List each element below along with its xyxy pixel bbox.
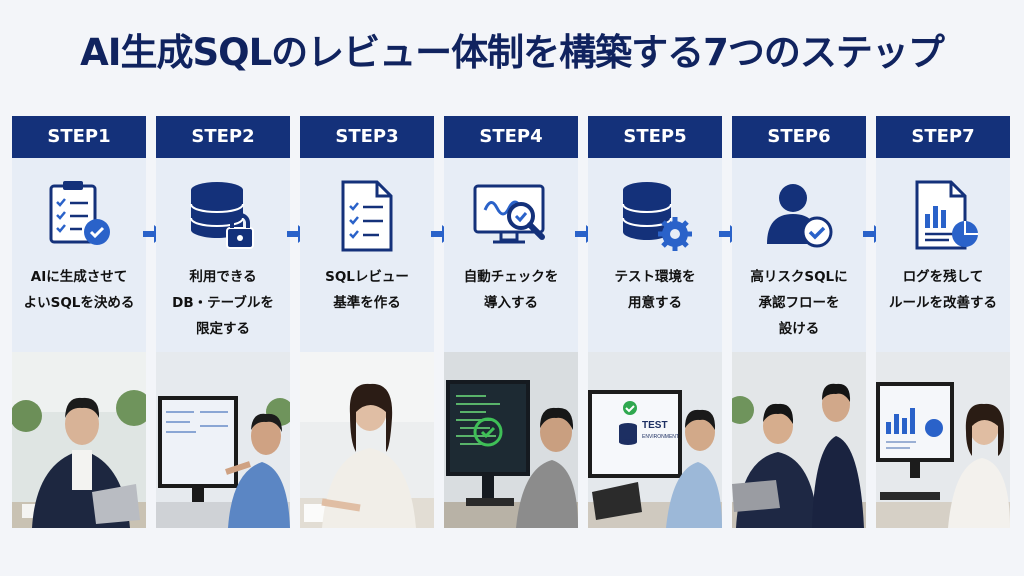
environment-label: ENVIRONMENT <box>642 434 679 440</box>
step-7-header: STEP7 <box>876 116 1010 158</box>
step-7-label: ログを残してルールを改善する <box>889 269 997 311</box>
step-4-header: STEP4 <box>444 116 578 158</box>
step-3-header: STEP3 <box>300 116 434 158</box>
step-5-header: STEP5 <box>588 116 722 158</box>
step-2-photo <box>156 352 290 528</box>
monitor-search-icon <box>473 184 545 244</box>
step-3-label: SQLレビュー基準を作る <box>325 269 409 311</box>
step-1-label: AIに生成させてよいSQLを決める <box>23 269 135 311</box>
step-6-header: STEP6 <box>732 116 866 158</box>
step-7-card: STEP7 ログを残してルールを改善する <box>876 116 1010 528</box>
document-checklist-icon <box>341 180 393 252</box>
step-3-photo <box>300 352 434 528</box>
step-4-card: STEP4 自動チェックを導入する <box>444 116 578 528</box>
user-check-icon <box>767 184 833 248</box>
step-1-header: STEP1 <box>12 116 146 158</box>
database-lock-icon <box>190 182 254 249</box>
step-4-label: 自動チェックを導入する <box>463 269 559 311</box>
step-5-photo: TEST ENVIRONMENT <box>588 352 722 528</box>
step-3-card: STEP3 SQLレビュー基準を作る <box>300 116 434 528</box>
report-chart-icon <box>915 180 978 250</box>
step-6-label: 高リスクSQLに承認フローを設ける <box>750 269 848 337</box>
checklist-icon <box>49 181 110 245</box>
page-title: AI生成SQLのレビュー体制を構築する7つのステップ <box>80 31 945 74</box>
step-5-label: テスト環境を用意する <box>614 269 696 311</box>
step-6-photo <box>732 352 866 528</box>
database-gear-icon <box>622 182 692 251</box>
test-label: TEST <box>642 420 668 431</box>
step-4-photo <box>444 352 578 528</box>
step-5-card: STEP5 テスト環境を用意する TEST ENVIRONMENT <box>588 116 722 528</box>
step-1-card: STEP1 AIに生成させてよいSQLを決める <box>12 116 146 528</box>
step-2-header: STEP2 <box>156 116 290 158</box>
step-6-card: STEP6 高リスクSQLに承認フローを設ける <box>732 116 866 528</box>
step-7-photo <box>876 352 1010 528</box>
step-1-photo <box>12 352 146 528</box>
